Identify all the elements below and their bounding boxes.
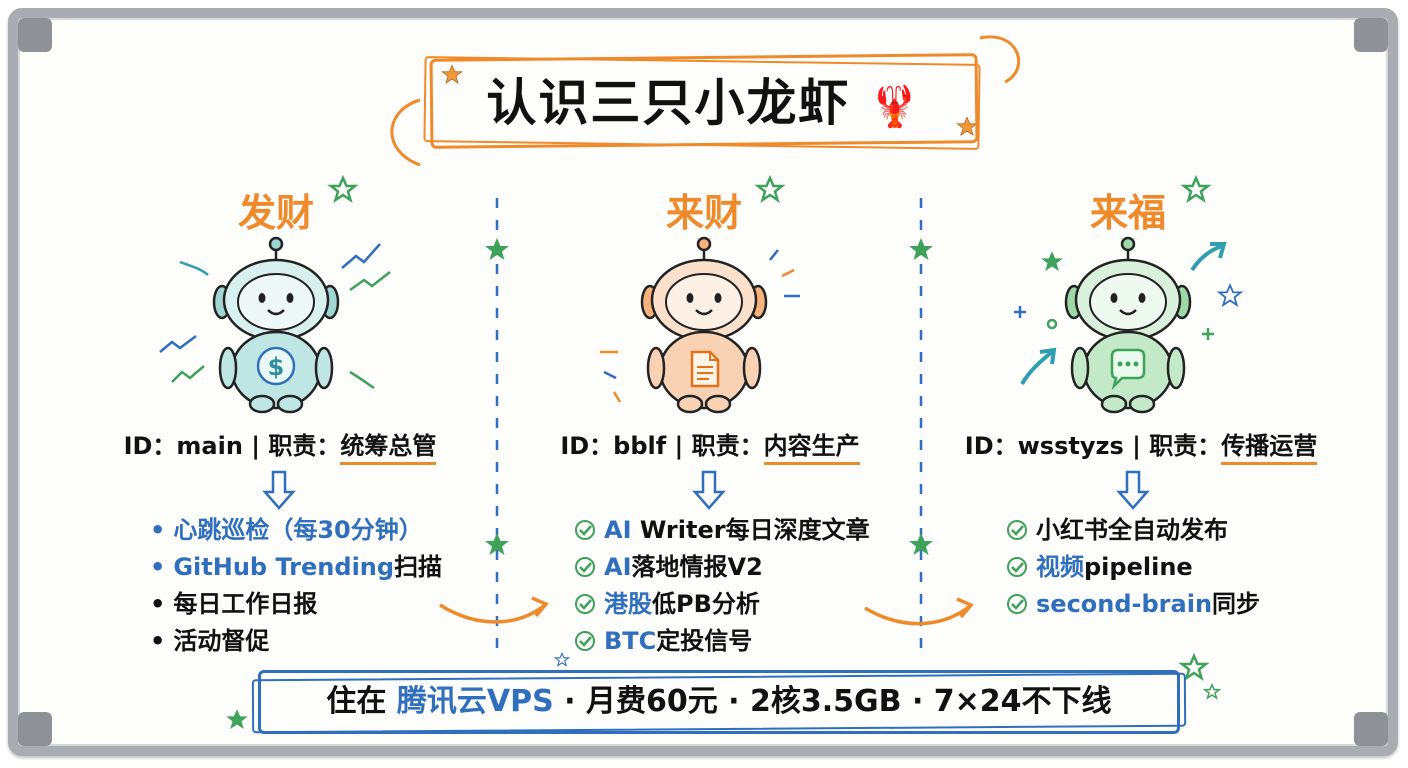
title-swoosh-right (979, 35, 1021, 84)
column-title-3: 来福 (1089, 191, 1166, 235)
motion-lines (159, 242, 1227, 403)
id-line-1: ID：main | 职责：统筹总管 (110, 426, 450, 465)
list-item: AI落地情报V2 (574, 549, 870, 586)
column-title-2: 来财 (665, 191, 742, 235)
check-circle-icon (1007, 520, 1027, 540)
list-item: 视频pipeline (1006, 549, 1260, 586)
list-item: •活动督促 (150, 627, 270, 655)
bullet-dot-icon: • (150, 553, 166, 581)
duty-label: 传播运营 (1221, 432, 1318, 465)
id-label: ID：main | 职责： (123, 432, 341, 460)
check-circle-icon (1007, 594, 1027, 614)
list-item: BTC定投信号 (574, 623, 870, 660)
flow-arrowhead (531, 596, 549, 618)
list-item: •GitHub Trending扫描 (150, 553, 443, 581)
duty-label: 统筹总管 (340, 432, 437, 465)
check-circle-icon (575, 594, 595, 614)
duty-label: 内容生产 (763, 432, 860, 465)
chat-icon (1110, 348, 1146, 391)
list-item: second-brain同步 (1006, 586, 1260, 623)
flow-arrow-2 (864, 604, 972, 626)
id-line-2: ID：bblf | 职责：内容生产 (545, 426, 875, 465)
frame-corner (1354, 712, 1388, 746)
down-arrow-icon (692, 470, 726, 510)
bullet-dot-icon: • (150, 516, 166, 544)
check-circle-icon (575, 520, 595, 540)
footer-frame (258, 670, 1180, 734)
check-circle-icon (1007, 557, 1027, 577)
id-label: ID：bblf | 职责： (560, 432, 764, 460)
document-icon (690, 350, 720, 388)
robot-3 (1064, 236, 1192, 414)
lobster-icon: 🦞 (869, 84, 922, 130)
footer-text: 住在 腾讯云VPS · 月费60元 · 2核3.5GB · 7×24不下线 (326, 684, 1112, 719)
task-list-3: 小红书全自动发布 视频pipeline second-brain同步 (1006, 512, 1260, 623)
frame-corner (18, 18, 52, 52)
page-title: 认识三只小龙虾 🦞 (486, 74, 922, 132)
bullet-dot-icon: • (150, 590, 166, 618)
svg-text:$: $ (268, 353, 285, 381)
check-circle-icon (575, 557, 595, 577)
list-item: AI Writer每日深度文章 (574, 512, 870, 549)
flow-arrowhead (956, 597, 974, 619)
footer-host: 腾讯云VPS (396, 684, 554, 719)
list-item: •心跳巡检（每30分钟） (150, 516, 423, 544)
down-arrow-icon (1116, 470, 1150, 510)
frame-corner (18, 712, 52, 746)
list-item: •每日工作日报 (150, 590, 318, 618)
check-circle-icon (575, 631, 595, 651)
task-list-2: AI Writer每日深度文章 AI落地情报V2 港股低PB分析 BTC定投信号 (574, 512, 870, 660)
list-item: 小红书全自动发布 (1006, 512, 1260, 549)
dollar-icon: $ (256, 346, 296, 386)
robot-1: $ (212, 236, 340, 414)
robot-2 (640, 236, 768, 414)
task-list-1: •心跳巡检（每30分钟） •GitHub Trending扫描 •每日工作日报 … (150, 512, 442, 660)
list-item: 港股低PB分析 (574, 586, 870, 623)
flow-arrow-1 (439, 603, 547, 624)
column-title-1: 发财 (237, 191, 314, 235)
id-label: ID：wsstyzs | 职责： (964, 432, 1222, 460)
title-swoosh-left (390, 98, 421, 167)
id-line-3: ID：wsstyzs | 职责：传播运营 (955, 426, 1327, 465)
bullet-dot-icon: • (150, 627, 166, 655)
down-arrow-icon (262, 470, 296, 510)
frame-corner (1354, 18, 1388, 52)
